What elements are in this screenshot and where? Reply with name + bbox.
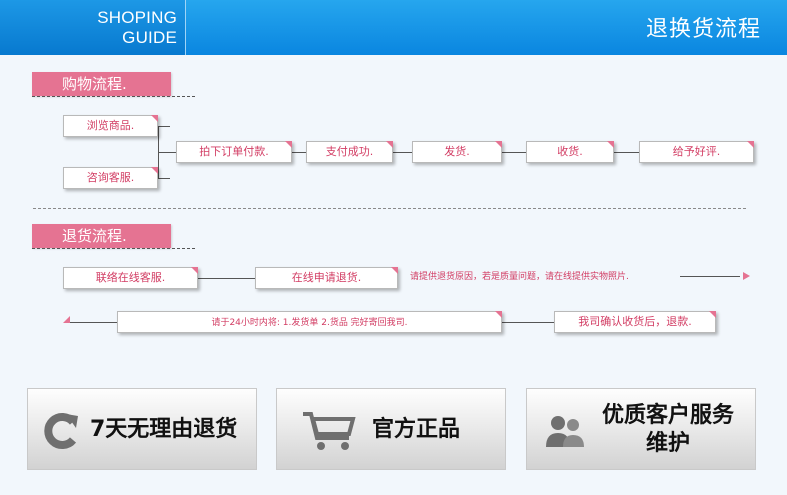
connector	[158, 152, 176, 153]
step-label: 在线申请退货.	[291, 271, 362, 284]
header-bar: SHOPING GUIDE 退换货流程	[0, 0, 787, 55]
shopping-guide-logo: SHOPING GUIDE	[0, 0, 186, 55]
corner-mark	[191, 267, 198, 274]
step-browse-products: 浏览商品.	[63, 115, 158, 137]
connector	[158, 178, 170, 179]
step-good-review: 给予好评.	[639, 141, 754, 163]
corner-mark	[495, 311, 502, 318]
corner-mark	[391, 267, 398, 274]
step-payment-success: 支付成功.	[306, 141, 393, 163]
return-process-tag: 退货流程.	[32, 224, 171, 248]
step-label: 拍下订单付款.	[199, 145, 269, 158]
corner-mark	[151, 115, 158, 122]
connector	[66, 322, 117, 323]
page-title: 退换货流程	[645, 17, 761, 42]
corner-mark	[747, 141, 754, 148]
section-divider	[33, 208, 746, 209]
shopping-tag-underline	[32, 96, 195, 97]
guide-line-1: SHOPING	[97, 8, 177, 27]
return-tag-underline	[32, 248, 195, 249]
step-apply-return: 在线申请退货.	[255, 267, 398, 289]
refresh-icon	[44, 413, 78, 449]
connector	[292, 152, 306, 153]
corner-mark	[709, 311, 716, 318]
feature-label-line1: 优质客户服务	[601, 403, 734, 428]
cart-icon	[303, 412, 356, 450]
feature-quality-service: 优质客户服务 维护	[526, 388, 756, 470]
feature-label: 7天无理由退货	[90, 417, 238, 442]
step-contact-service: 联络在线客服.	[63, 267, 198, 289]
connector	[502, 322, 554, 323]
step-label: 发货.	[444, 145, 470, 158]
corner-mark	[151, 167, 158, 174]
step-label: 我司确认收货后，退款.	[578, 315, 692, 328]
step-label: 咨询客服.	[86, 171, 135, 184]
step-ship: 发货.	[412, 141, 502, 163]
step-consult-service: 咨询客服.	[63, 167, 158, 189]
step-receive: 收货.	[526, 141, 614, 163]
feature-label-line2: 维护	[645, 431, 690, 456]
corner-mark	[63, 316, 70, 323]
corner-mark	[285, 141, 292, 148]
connector	[502, 152, 526, 153]
shopping-process-tag: 购物流程.	[32, 72, 171, 96]
connector	[158, 126, 170, 127]
feature-text-block: 优质客户服务 维护	[593, 402, 743, 458]
step-label: 请于24小时内将: 1.发货单 2.货品 完好寄回我司.	[211, 318, 408, 328]
connector	[393, 152, 412, 153]
step-label: 支付成功.	[325, 145, 374, 158]
step-send-back: 请于24小时内将: 1.发货单 2.货品 完好寄回我司.	[117, 311, 502, 333]
corner-mark	[607, 141, 614, 148]
step-place-order: 拍下订单付款.	[176, 141, 292, 163]
guide-line-2: GUIDE	[122, 28, 177, 47]
connector	[198, 278, 255, 279]
step-label: 给予好评.	[672, 145, 721, 158]
return-reason-note: 请提供退货原因，若是质量问题，请在线提供实物照片.	[410, 267, 678, 289]
connector	[680, 276, 740, 277]
step-label: 收货.	[557, 145, 583, 158]
feature-genuine: 官方正品	[276, 388, 506, 470]
feature-label: 官方正品	[372, 417, 461, 442]
users-icon	[546, 416, 584, 447]
note-text: 请提供退货原因，若是质量问题，请在线提供实物照片.	[410, 272, 629, 282]
corner-mark	[386, 141, 393, 148]
step-refund: 我司确认收货后，退款.	[554, 311, 716, 333]
feature-7day-return: 7天无理由退货	[27, 388, 257, 470]
arrow-right-icon	[743, 272, 750, 280]
corner-mark	[495, 141, 502, 148]
step-label: 浏览商品.	[86, 119, 135, 132]
step-label: 联络在线客服.	[95, 271, 166, 284]
connector	[614, 152, 639, 153]
